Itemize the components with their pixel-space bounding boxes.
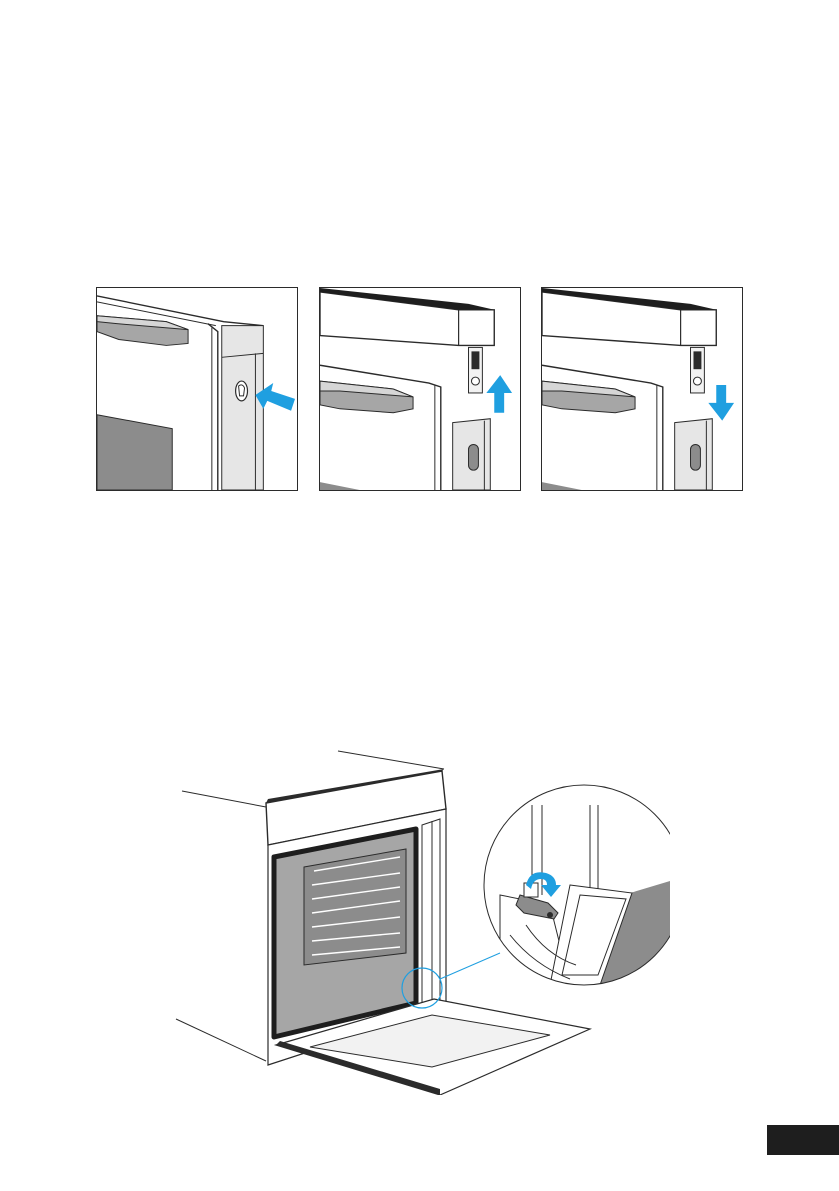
step-1-illustration bbox=[97, 288, 297, 490]
oven-door-illustration bbox=[170, 745, 670, 1095]
arrow-up-icon bbox=[486, 375, 512, 413]
step-3-illustration bbox=[542, 288, 742, 490]
step-2-illustration bbox=[320, 288, 520, 490]
page-number-tab bbox=[767, 1125, 839, 1155]
arrow-down-icon bbox=[708, 385, 734, 421]
step-3-panel bbox=[541, 287, 743, 491]
step-1-panel bbox=[96, 287, 298, 491]
step-2-panel bbox=[319, 287, 521, 491]
